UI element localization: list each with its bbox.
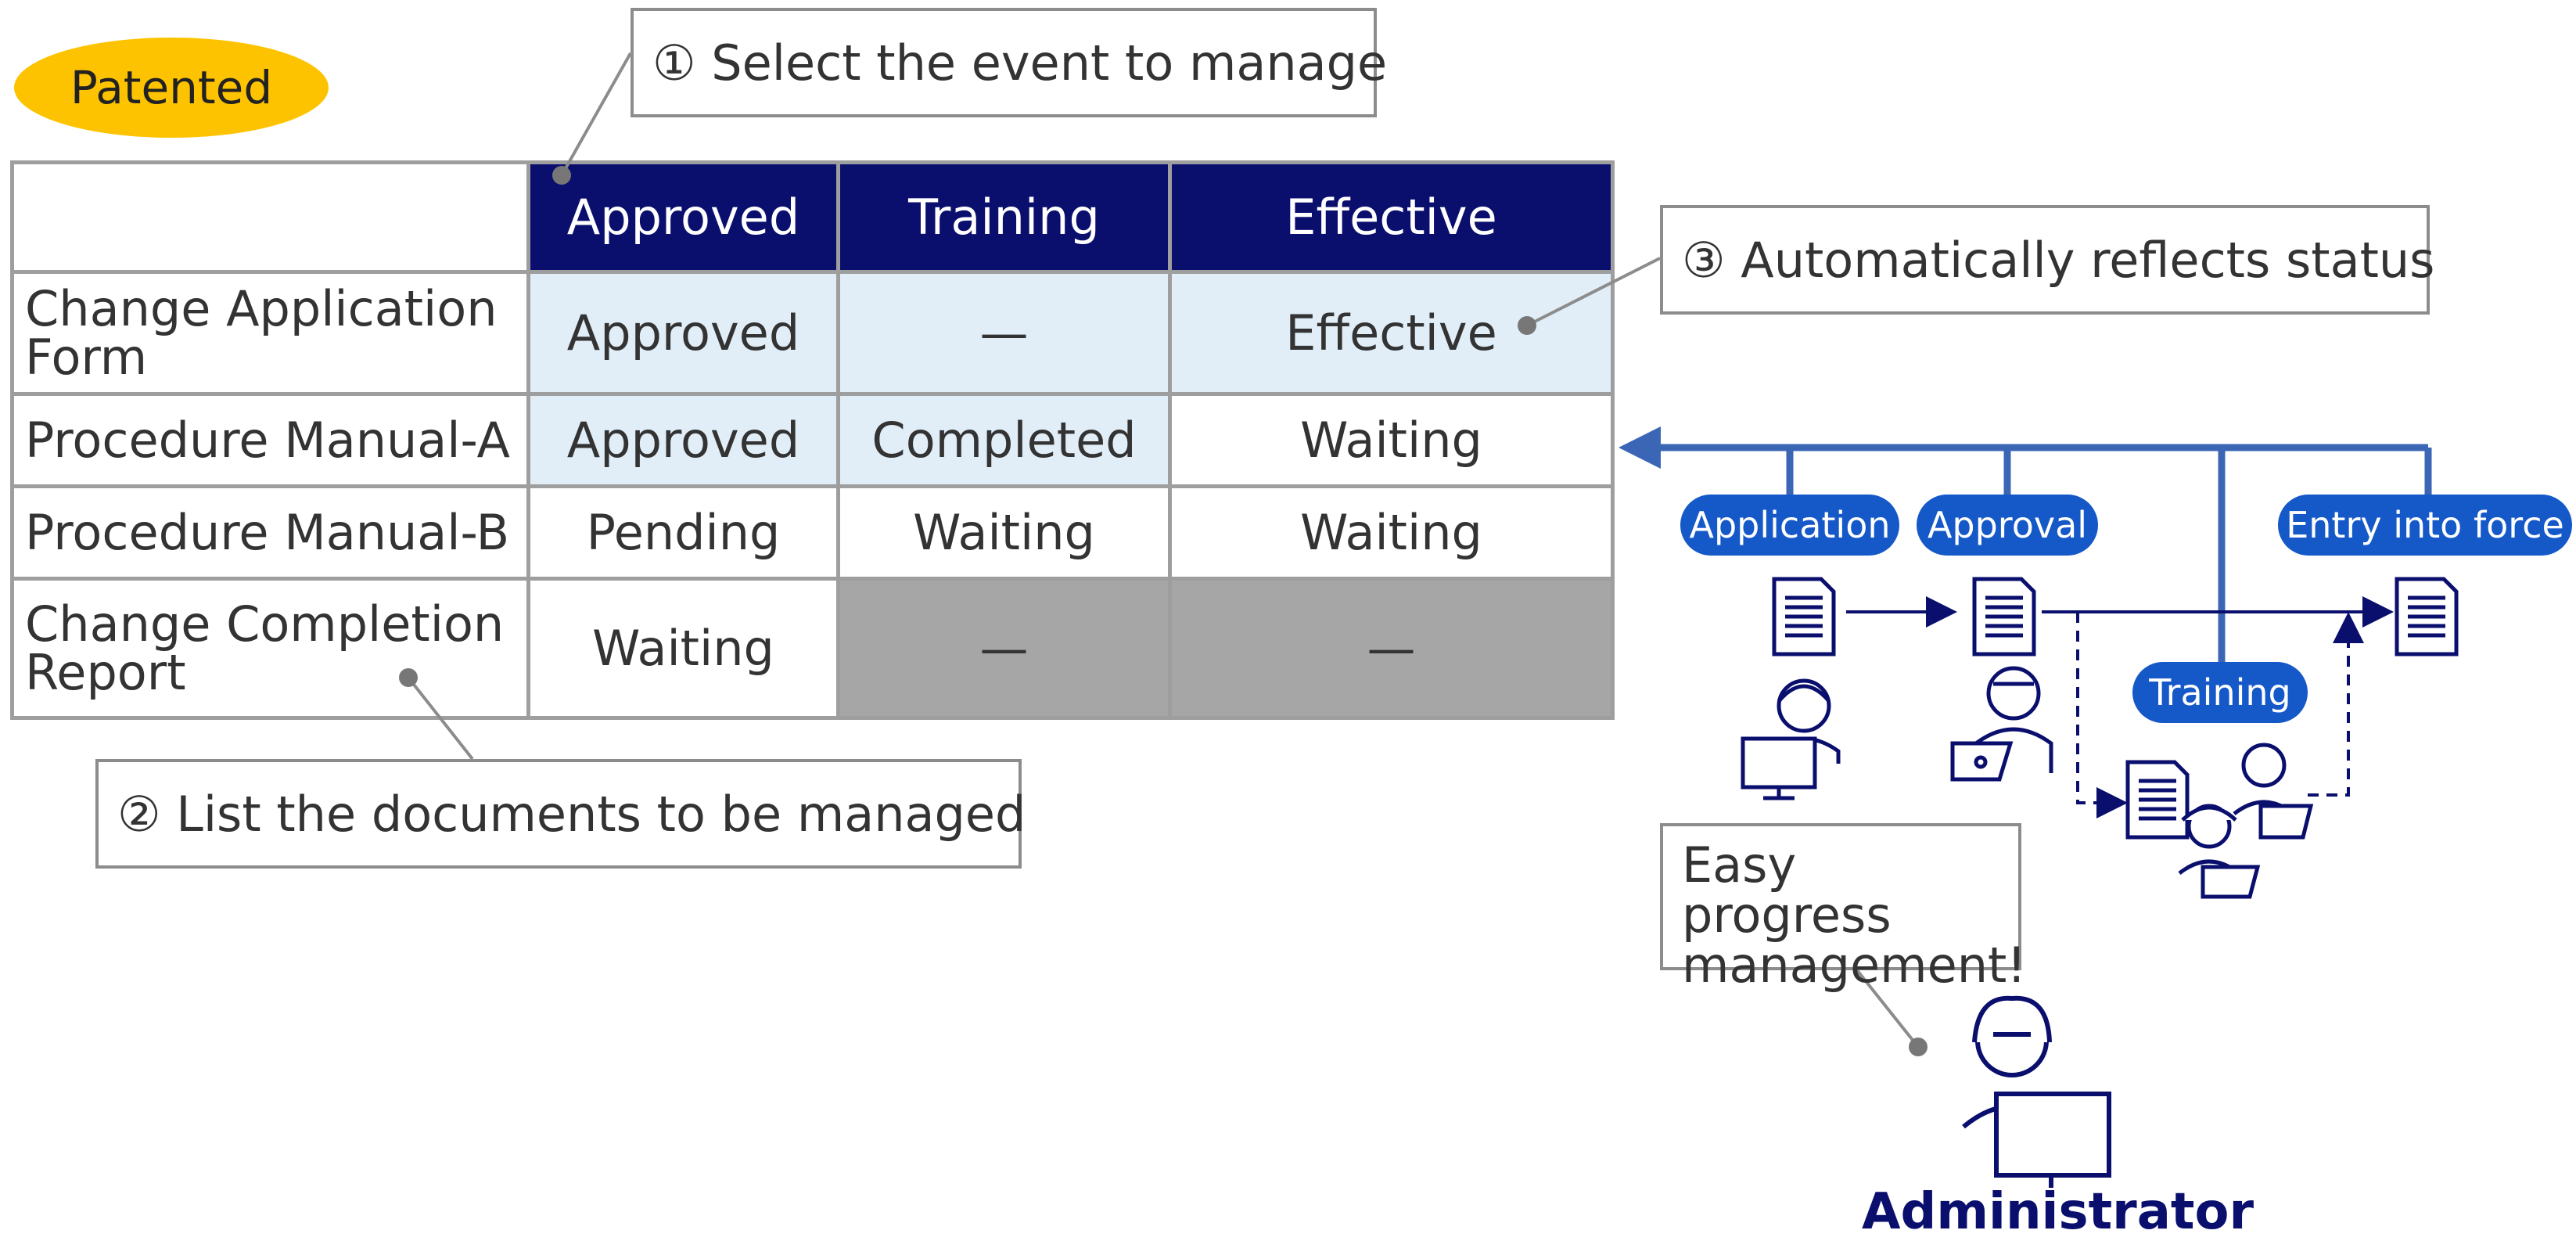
leader-select xyxy=(552,52,632,185)
status-cell: Effective xyxy=(1168,270,1615,396)
status-cell: — xyxy=(836,577,1172,720)
table-header-row: Approved Training Effective xyxy=(10,160,1615,274)
row-label: Change Application Form xyxy=(10,270,530,396)
step-training: Training xyxy=(2132,662,2308,723)
status-table: Approved Training Effective Change Appli… xyxy=(10,160,1615,720)
row-label: Change Completion Report xyxy=(10,577,530,720)
status-cell: Approved xyxy=(526,270,840,396)
leader-easy xyxy=(1856,969,1928,1056)
status-cell: Waiting xyxy=(1168,392,1615,488)
applicant-person-icon xyxy=(1741,678,1841,800)
patented-badge: Patented xyxy=(14,38,329,138)
document-icon xyxy=(1772,577,1836,656)
step-entry-into-force: Entry into force xyxy=(2278,495,2572,556)
row-label: Procedure Manual-A xyxy=(10,392,530,488)
document-icon xyxy=(1972,577,2036,656)
status-cell: Pending xyxy=(526,484,840,581)
document-icon xyxy=(2395,577,2459,656)
approver-person-icon xyxy=(1950,666,2053,782)
column-header-effective: Effective xyxy=(1168,160,1615,274)
step-approval: Approval xyxy=(1917,495,2098,556)
status-cell: Waiting xyxy=(526,577,840,720)
callout-auto-status: ③ Automatically reflects status xyxy=(1660,205,2434,315)
trainee-person-icon xyxy=(2178,804,2261,899)
status-cell: — xyxy=(1168,577,1615,720)
status-cell: Waiting xyxy=(836,484,1172,581)
step-application: Application xyxy=(1680,495,1899,556)
callout-list-documents: ② List the documents to be managed xyxy=(95,759,1026,869)
admin-note-box: Easy progress management! xyxy=(1660,823,2026,991)
status-cell: Approved xyxy=(526,392,840,488)
table-corner-cell xyxy=(10,160,530,274)
status-cell: — xyxy=(836,270,1172,396)
row-label: Procedure Manual-B xyxy=(10,484,530,581)
status-cell: Waiting xyxy=(1168,484,1615,581)
table-row: Procedure Manual-B Pending Waiting Waiti… xyxy=(10,484,1615,581)
status-cell: Completed xyxy=(836,392,1172,488)
table-row: Change Completion Report Waiting — — xyxy=(10,577,1615,720)
status-feedback-connector xyxy=(1619,426,2432,662)
table-row: Change Application Form Approved — Effec… xyxy=(10,270,1615,396)
flow-arrows xyxy=(1846,596,2394,818)
column-header-approved: Approved xyxy=(526,160,840,274)
leader-list xyxy=(399,668,474,761)
administrator-person-icon xyxy=(1962,995,2111,1188)
administrator-label: Administrator xyxy=(1862,1183,2254,1241)
leader-auto xyxy=(1518,257,1661,335)
column-header-training: Training xyxy=(836,160,1172,274)
table-row: Procedure Manual-A Approved Completed Wa… xyxy=(10,392,1615,488)
document-icon xyxy=(2125,760,2190,840)
trainee-person-icon xyxy=(2233,743,2314,840)
callout-select-event: ① Select the event to manage xyxy=(631,8,1387,117)
